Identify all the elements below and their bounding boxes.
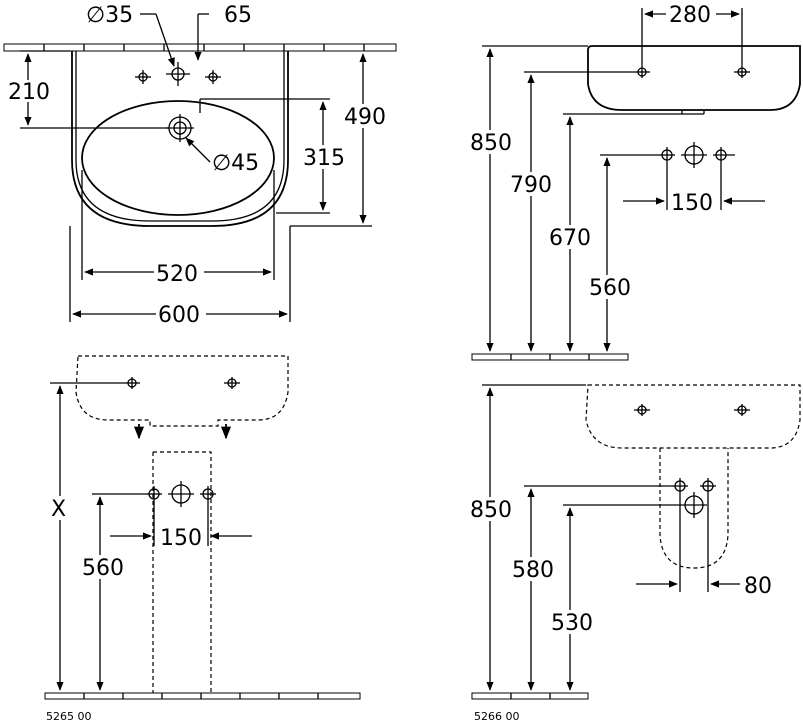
bowl-outline: [81, 100, 275, 216]
dim-supply-height: 560: [82, 556, 124, 581]
fixing-hole-left: [124, 377, 140, 389]
basin-outline-dashed: [585, 384, 801, 449]
pedestal-elevation: X 560 150 5265 00: [44, 355, 361, 723]
fixing-hole-right: [734, 404, 750, 416]
top-view-plan: ∅35 65 210 490 315 ∅45 520: [3, 3, 397, 328]
dim-supply-height: 580: [512, 558, 554, 583]
fixing-hole-right: [224, 377, 240, 389]
waste-point: [168, 481, 194, 507]
fixing-hole-right: [734, 66, 750, 78]
waste-point: [681, 142, 707, 168]
dim-rim-height: 850: [470, 498, 512, 523]
dim-variable-height: X: [51, 497, 66, 522]
dim-waste-height: 210: [8, 80, 50, 105]
dim-depth: 490: [344, 105, 386, 130]
fixing-hole-left: [634, 66, 650, 78]
waste-point: [681, 492, 707, 518]
product-code: 5265 00: [46, 710, 92, 723]
tap-hole: [166, 62, 190, 86]
dim-supply-height: 560: [589, 276, 631, 301]
dim-tap-diameter: ∅35: [86, 3, 133, 28]
dim-bowl-width: 520: [156, 262, 198, 287]
dim-waste-height: 530: [551, 611, 593, 636]
supply-point-left: [672, 478, 688, 494]
dim-waste-diameter: ∅45: [212, 151, 259, 176]
floor-strip-3: [471, 692, 589, 700]
supply-point-left: [146, 486, 162, 502]
supply-point-left: [659, 147, 675, 163]
pedestal-dashed: [152, 451, 212, 693]
basin-outline-dashed: [75, 355, 289, 427]
wall-strip: [3, 43, 397, 52]
dim-supply-spacing: 150: [671, 191, 713, 216]
dim-supply-offset: 80: [744, 574, 772, 599]
basin-outline: [71, 51, 289, 227]
product-code: 5266 00: [474, 710, 520, 723]
floor-strip-2: [44, 692, 361, 700]
semi-pedestal-dashed: [659, 448, 729, 569]
dim-waste-height: 670: [549, 226, 591, 251]
tap-hole-left: [135, 70, 151, 84]
dim-tap-offset: 65: [224, 3, 252, 28]
supply-point-right: [200, 486, 216, 502]
dim-overall-width: 600: [158, 303, 200, 328]
dim-supply-spacing: 150: [160, 526, 202, 551]
semi-pedestal-elevation: 850 580 530 80 5266 00: [468, 384, 801, 723]
supply-point-right: [713, 147, 735, 163]
supply-point-right: [700, 478, 716, 494]
floor-strip-1: [471, 353, 629, 361]
front-elevation-wall-hung: 280 850 790 670 560: [468, 3, 801, 361]
dim-bowl-depth: 315: [303, 146, 345, 171]
tap-hole-right: [205, 70, 221, 84]
dim-fixing-centres: 280: [669, 3, 711, 28]
dim-fixing-height: 790: [510, 173, 552, 198]
fixing-hole-left: [634, 404, 650, 416]
dim-rim-height: 850: [470, 131, 512, 156]
basin-elevation: [587, 45, 801, 111]
waste-outlet: [166, 114, 194, 142]
